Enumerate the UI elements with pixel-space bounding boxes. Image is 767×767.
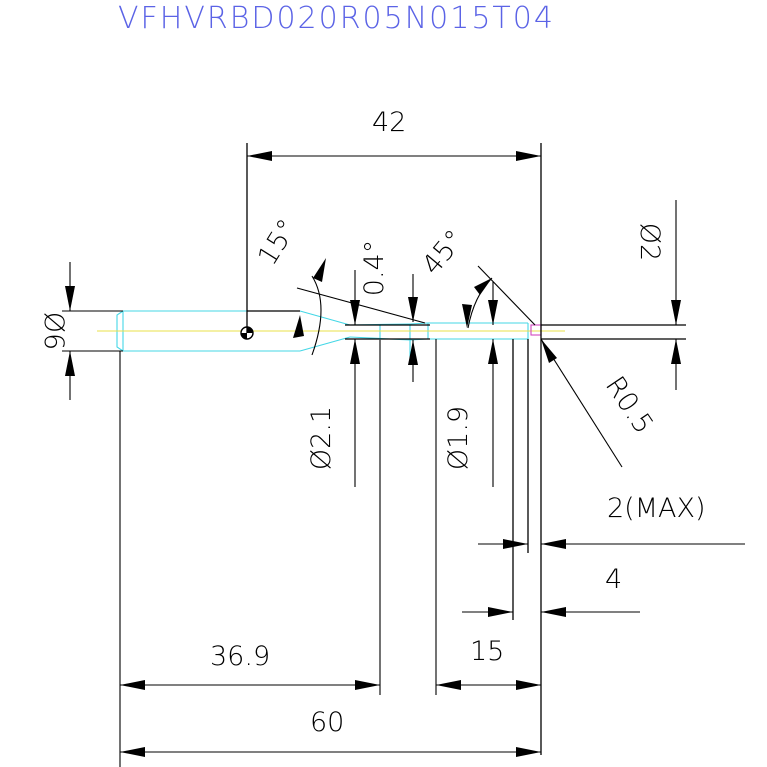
dim-42-label: 42 — [372, 107, 406, 138]
dim-36-9-label: 36.9 — [210, 641, 270, 672]
dim-15-label: 15 — [470, 636, 504, 667]
part-code-title: VFHVRBD020R05N015T04 — [118, 1, 555, 36]
dim-60-label: 60 — [310, 707, 344, 738]
dim-tip-dia: Ø2 — [634, 200, 681, 390]
dim-corner-radius-label: R0.5 — [599, 371, 659, 439]
dim-2max-label: 2(MAX) — [607, 493, 706, 524]
dim-36-9: 36.9 — [120, 340, 381, 695]
dim-4-label: 4 — [605, 564, 622, 595]
tool-outline — [246, 143, 686, 755]
angle-04-label: 0.4° — [359, 240, 390, 296]
dim-shank-dia-label: Ø6 — [38, 312, 69, 350]
angle-04: 0.4° — [359, 240, 418, 382]
dim-corner-radius: R0.5 — [540, 338, 659, 468]
dim-15: 15 — [435, 339, 541, 695]
angle-15-label: 15° — [252, 214, 304, 271]
angle-45: 45° — [416, 224, 536, 329]
dim-tip-dia-label: Ø2 — [634, 223, 665, 261]
angle-45-label: 45° — [416, 224, 471, 281]
angle-15: 15° — [252, 214, 426, 356]
dim-2max: 2(MAX) — [478, 493, 745, 549]
dim-60: 60 — [119, 351, 541, 767]
dim-relief-dia-label: Ø1.9 — [443, 406, 474, 470]
dim-shank-dia: Ø6 — [38, 262, 123, 400]
dim-4: 4 — [462, 564, 640, 617]
dim-relief-dia: Ø1.9 — [443, 282, 498, 487]
dim-42: 42 — [247, 107, 541, 161]
dim-neck-dia-label: Ø2.1 — [306, 406, 337, 470]
tip-marker — [530, 324, 542, 336]
dim-neck-dia: Ø2.1 — [306, 270, 360, 487]
